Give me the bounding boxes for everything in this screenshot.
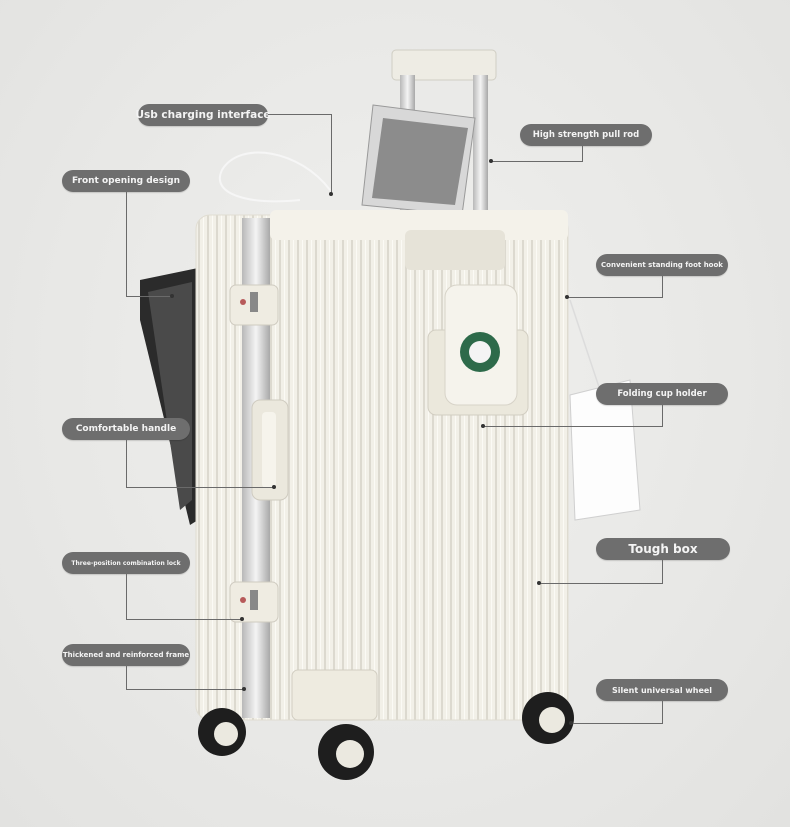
callout-text: Comfortable handle: [75, 424, 177, 434]
leader-line: [126, 689, 244, 690]
callout-reinforced-frame: Thickened and reinforced frame: [62, 644, 190, 666]
leader-line: [540, 583, 663, 584]
pointer-dot: [537, 581, 541, 585]
leader-line: [662, 276, 663, 298]
pointer-dot: [170, 294, 174, 298]
pointer-dot: [242, 687, 246, 691]
leader-line: [126, 192, 127, 297]
pointer-dot: [329, 192, 333, 196]
leader-line: [484, 426, 663, 427]
callout-usb-charging-interface: Usb charging interface: [135, 104, 271, 126]
leader-line: [126, 440, 127, 488]
leader-line: [662, 560, 663, 584]
leader-line: [126, 619, 242, 620]
leader-line: [662, 701, 663, 724]
callout-silent-universal-wheel: Silent universal wheel: [596, 679, 728, 701]
callout-high-strength-pull-rod: High strength pull rod: [520, 124, 652, 146]
leader-line: [572, 723, 663, 724]
pointer-dot: [272, 485, 276, 489]
leader-line: [331, 114, 332, 194]
callout-tough-box: Tough box: [596, 538, 730, 560]
callout-text: Folding cup holder: [617, 389, 707, 399]
callout-folding-cup-holder: Folding cup holder: [596, 383, 728, 405]
callout-standing-foot-hook: Convenient standing foot hook: [596, 254, 728, 276]
callout-text: High strength pull rod: [532, 130, 640, 140]
leader-line: [126, 487, 274, 488]
leader-line: [126, 574, 127, 620]
callout-text: Tough box: [628, 542, 698, 556]
pointer-dot: [565, 295, 569, 299]
callout-text: Three-position combination lock: [71, 559, 181, 567]
pointer-dot: [481, 424, 485, 428]
pointer-dot: [240, 617, 244, 621]
leader-line: [582, 146, 583, 162]
leader-line: [492, 161, 583, 162]
callout-combination-lock: Three-position combination lock: [62, 552, 190, 574]
leader-line: [126, 296, 172, 297]
pointer-dot: [569, 721, 573, 725]
leader-line: [126, 666, 127, 690]
leader-line: [568, 297, 663, 298]
callout-text: Convenient standing foot hook: [601, 261, 723, 269]
leader-line: [662, 405, 663, 427]
callout-text: Usb charging interface: [135, 109, 271, 121]
pointer-dot: [489, 159, 493, 163]
callout-text: Front opening design: [71, 176, 181, 186]
leader-line: [268, 114, 332, 115]
callout-front-opening-design: Front opening design: [62, 170, 190, 192]
callout-text: Silent universal wheel: [611, 685, 713, 695]
callout-text: Thickened and reinforced frame: [62, 651, 190, 659]
callout-comfortable-handle: Comfortable handle: [62, 418, 190, 440]
